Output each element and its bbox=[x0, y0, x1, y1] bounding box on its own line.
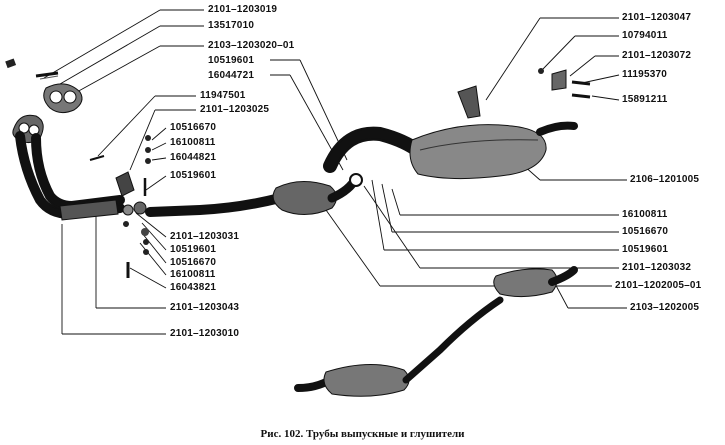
label-10519601-d: 10519601 bbox=[622, 244, 669, 255]
label-10516670-a: 10516670 bbox=[170, 122, 217, 133]
front-exhaust-pipe bbox=[12, 114, 125, 221]
label-2101-1203010: 2101–1203010 bbox=[170, 328, 240, 339]
label-16100811-a: 16100811 bbox=[170, 137, 216, 148]
label-10794011: 10794011 bbox=[622, 30, 668, 41]
label-10516670-c: 10516670 bbox=[622, 226, 669, 237]
label-2101-1203072: 2101–1203072 bbox=[622, 50, 692, 61]
label-2101-1203019: 2101–1203019 bbox=[208, 4, 278, 15]
studs bbox=[5, 58, 59, 80]
label-16044821: 16044821 bbox=[170, 152, 217, 163]
label-2101-1203032: 2101–1203032 bbox=[622, 262, 692, 273]
label-16043821: 16043821 bbox=[170, 282, 217, 293]
label-2101-1203047: 2101–1203047 bbox=[622, 12, 692, 23]
label-16044721: 16044721 bbox=[208, 70, 255, 81]
label-16100811-c: 16100811 bbox=[622, 209, 668, 220]
label-2106-1201005: 2106–1201005 bbox=[630, 174, 700, 185]
label-11947501: 11947501 bbox=[200, 90, 246, 101]
clamp-parts bbox=[89, 135, 151, 278]
label-10519601-a: 10519601 bbox=[208, 55, 255, 66]
label-15891211: 15891211 bbox=[622, 94, 668, 105]
label-2101-1203031: 2101–1203031 bbox=[170, 231, 240, 242]
intermediate-pipe bbox=[145, 173, 363, 217]
label-10519601-c: 10519601 bbox=[170, 244, 217, 255]
label-2101-1203025: 2101–1203025 bbox=[200, 104, 270, 115]
label-2101-1203043: 2101–1203043 bbox=[170, 302, 240, 313]
leader-lines bbox=[43, 9, 627, 335]
label-2101-1202005-01: 2101–1202005–01 bbox=[615, 280, 702, 291]
label-10519601-b: 10519601 bbox=[170, 170, 217, 181]
label-13517010: 13517010 bbox=[208, 20, 255, 31]
label-2103-1203020-01: 2103–1203020–01 bbox=[208, 40, 295, 51]
label-2103-1202005: 2103–1202005 bbox=[630, 302, 700, 313]
label-11195370: 11195370 bbox=[622, 69, 667, 80]
label-16100811-b: 16100811 bbox=[170, 269, 216, 280]
gasket bbox=[43, 83, 83, 114]
alt-muffler-assembly bbox=[294, 266, 578, 397]
label-10516670-b: 10516670 bbox=[170, 257, 217, 268]
main-muffler bbox=[323, 68, 591, 180]
figure-caption: Рис. 102. Трубы выпускные и глушители bbox=[260, 428, 465, 440]
